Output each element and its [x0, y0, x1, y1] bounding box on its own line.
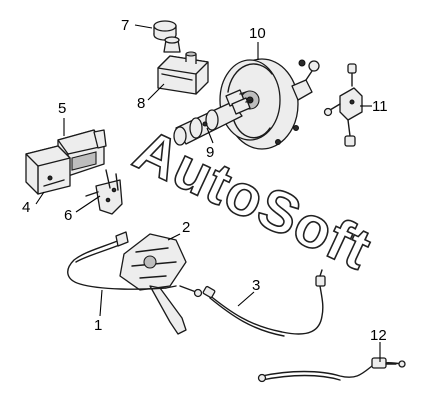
callout-4: 4	[22, 199, 30, 216]
callout-12: 12	[370, 327, 387, 344]
callout-10: 10	[249, 25, 266, 42]
callout-7: 7	[121, 17, 129, 34]
part-11-valve	[323, 63, 363, 147]
callout-9: 9	[206, 144, 214, 161]
callout-5: 5	[58, 100, 66, 117]
callout-11: 11	[372, 98, 388, 115]
part-4-control-unit	[25, 145, 71, 195]
part-2-pedal-assembly	[119, 233, 203, 335]
callout-6: 6	[64, 207, 72, 224]
part-8-fluid-reservoir	[157, 36, 209, 95]
callout-2: 2	[182, 219, 190, 236]
callout-3: 3	[252, 277, 260, 294]
callout-labels: 7 8 10 9 11 5 4 6 2 1 3 12	[22, 17, 388, 344]
part-3-cable	[202, 269, 326, 337]
part-12-cable	[257, 357, 406, 383]
callout-8: 8	[137, 95, 145, 112]
callout-1: 1	[94, 317, 102, 334]
leader-lines	[35, 24, 381, 362]
part-1-clutch-cable	[67, 231, 177, 290]
part-9-master-cylinder	[173, 89, 253, 146]
part-6-bracket	[85, 169, 123, 215]
